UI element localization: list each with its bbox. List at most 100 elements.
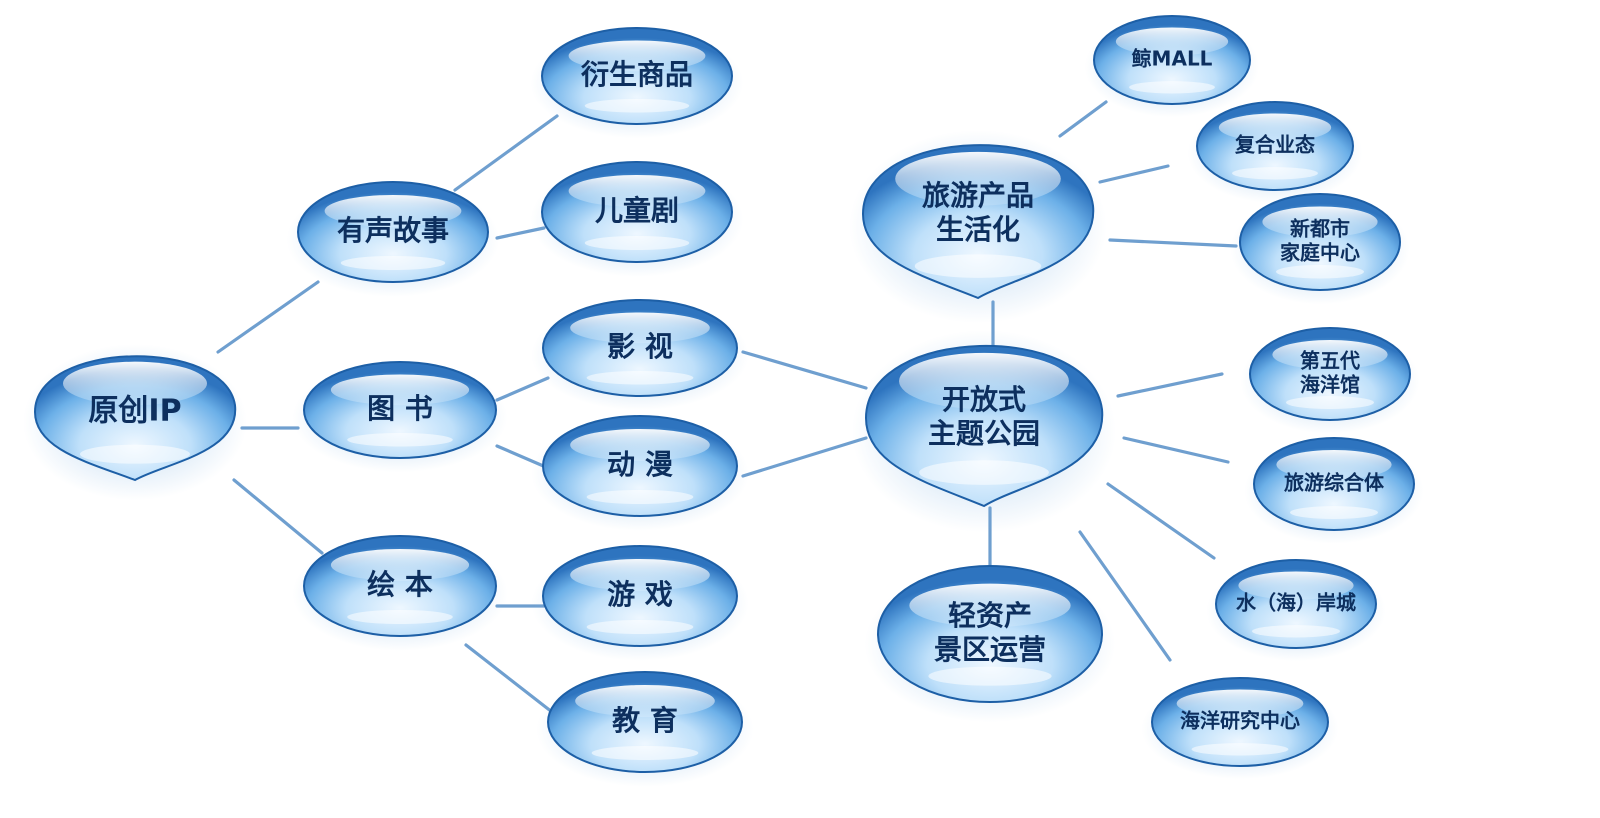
bubble-reflection [1286, 396, 1374, 409]
bubble-reflection [347, 610, 453, 624]
edge-audio-merchandise [453, 114, 559, 192]
edge-books-film [495, 376, 550, 402]
node-label: 原创IP [88, 394, 181, 429]
bubble-highlight [1218, 113, 1332, 142]
bubble-reflection [584, 99, 690, 113]
bubble-reflection [340, 256, 446, 270]
bubble-reflection [1290, 506, 1378, 519]
node-label: 海洋研究中心 [1180, 709, 1300, 733]
node-label: 旅游综合体 [1284, 471, 1385, 495]
bubble-highlight [1262, 206, 1378, 238]
node-complex-business: 复合业态 [1187, 101, 1363, 204]
node-education: 教 育 [536, 671, 754, 787]
bubble-reflection [1276, 265, 1364, 279]
node-label: 生活化 [936, 213, 1020, 246]
node-label: 新都市 [1290, 216, 1350, 240]
bubble-reflection [914, 254, 1042, 278]
bubble-reflection [591, 746, 699, 760]
bubble-highlight [895, 151, 1061, 206]
edge-park-aquarium [1116, 372, 1224, 398]
node-label: 旅游产品 [922, 179, 1034, 212]
bubble-reflection [584, 236, 690, 250]
node-label: 鲸MALL [1132, 47, 1213, 71]
bubble-highlight [1176, 689, 1304, 718]
node-label: 复合业态 [1234, 133, 1315, 157]
node-picture-books: 绘 本 [292, 535, 508, 651]
edge-film-park [741, 350, 868, 390]
bubble-reflection [1232, 167, 1318, 180]
node-label: 衍生商品 [581, 58, 693, 91]
node-label: 教 育 [612, 704, 678, 737]
node-label: 第五代 [1300, 348, 1360, 372]
bubble-reflection [586, 371, 694, 385]
edge-animation-park [741, 436, 868, 478]
node-label: 开放式 [942, 383, 1026, 416]
bubble-highlight [575, 685, 715, 717]
bubble-highlight [570, 559, 710, 591]
node-tourism-complex: 旅游综合体 [1244, 437, 1424, 544]
bubble-highlight [324, 195, 462, 227]
edge-park-tourcomplex [1122, 436, 1230, 464]
edge-tourism-complex [1098, 164, 1170, 184]
bubble-reflection [80, 444, 190, 464]
bubble-highlight [1276, 449, 1392, 480]
node-original-ip: 原创IP [23, 344, 247, 501]
bubble-highlight [570, 429, 710, 461]
edge-park-waterfront [1106, 482, 1216, 560]
node-label: 海洋馆 [1300, 373, 1360, 397]
node-label: 有声故事 [337, 214, 449, 247]
bubble-highlight [330, 374, 470, 406]
bubble-highlight [1115, 27, 1229, 56]
bubble-highlight [570, 312, 710, 344]
bubble-reflection [919, 460, 1049, 485]
node-label: 主题公园 [928, 417, 1040, 450]
node-label: 水（海）岸城 [1236, 591, 1356, 615]
node-label: 家庭中心 [1280, 241, 1360, 265]
node-film-tv: 影 视 [531, 299, 749, 411]
bubble-reflection [586, 490, 694, 504]
edge-tourism-family [1108, 238, 1238, 248]
node-animation: 动 漫 [531, 415, 749, 531]
bubble-highlight [568, 175, 706, 207]
bubble-highlight [1272, 339, 1388, 370]
node-label: 动 漫 [607, 448, 673, 481]
node-waterfront-city: 水（海）岸城 [1206, 559, 1386, 662]
bubble-reflection [586, 620, 694, 634]
node-label: 游 戏 [607, 578, 673, 611]
node-label: 景区运营 [934, 633, 1046, 666]
bubble-reflection [347, 433, 453, 447]
bubble-highlight [63, 361, 207, 406]
node-books: 图 书 [292, 361, 508, 473]
node-whale-mall: 鲸MALL [1084, 15, 1260, 118]
node-label: 轻资产 [948, 599, 1032, 632]
node-ocean-research: 海洋研究中心 [1141, 677, 1339, 780]
bubble-highlight [899, 352, 1069, 410]
node-merchandise: 衍生商品 [530, 27, 744, 139]
edge-picture-education [464, 643, 554, 714]
bubble-reflection [1129, 81, 1215, 94]
node-label: 绘 本 [367, 568, 433, 601]
node-games: 游 戏 [531, 545, 749, 661]
bubble-reflection [1191, 743, 1289, 756]
bubble-highlight [909, 583, 1071, 628]
bubble-highlight [1238, 571, 1354, 600]
bubble-highlight [568, 40, 706, 72]
edge-ip-audio-story [216, 280, 320, 354]
bubble-reflection [1252, 625, 1340, 638]
node-label: 儿童剧 [595, 194, 679, 227]
node-label: 图 书 [367, 392, 433, 425]
edge-park-research [1078, 530, 1172, 662]
edge-tourism-whale [1058, 100, 1108, 138]
bubble-highlight [330, 549, 470, 581]
edge-ip-picture-books [232, 478, 324, 555]
node-childrens-drama: 儿童剧 [530, 161, 744, 277]
bubble-reflection [928, 666, 1052, 686]
node-label: 影 视 [607, 330, 673, 363]
